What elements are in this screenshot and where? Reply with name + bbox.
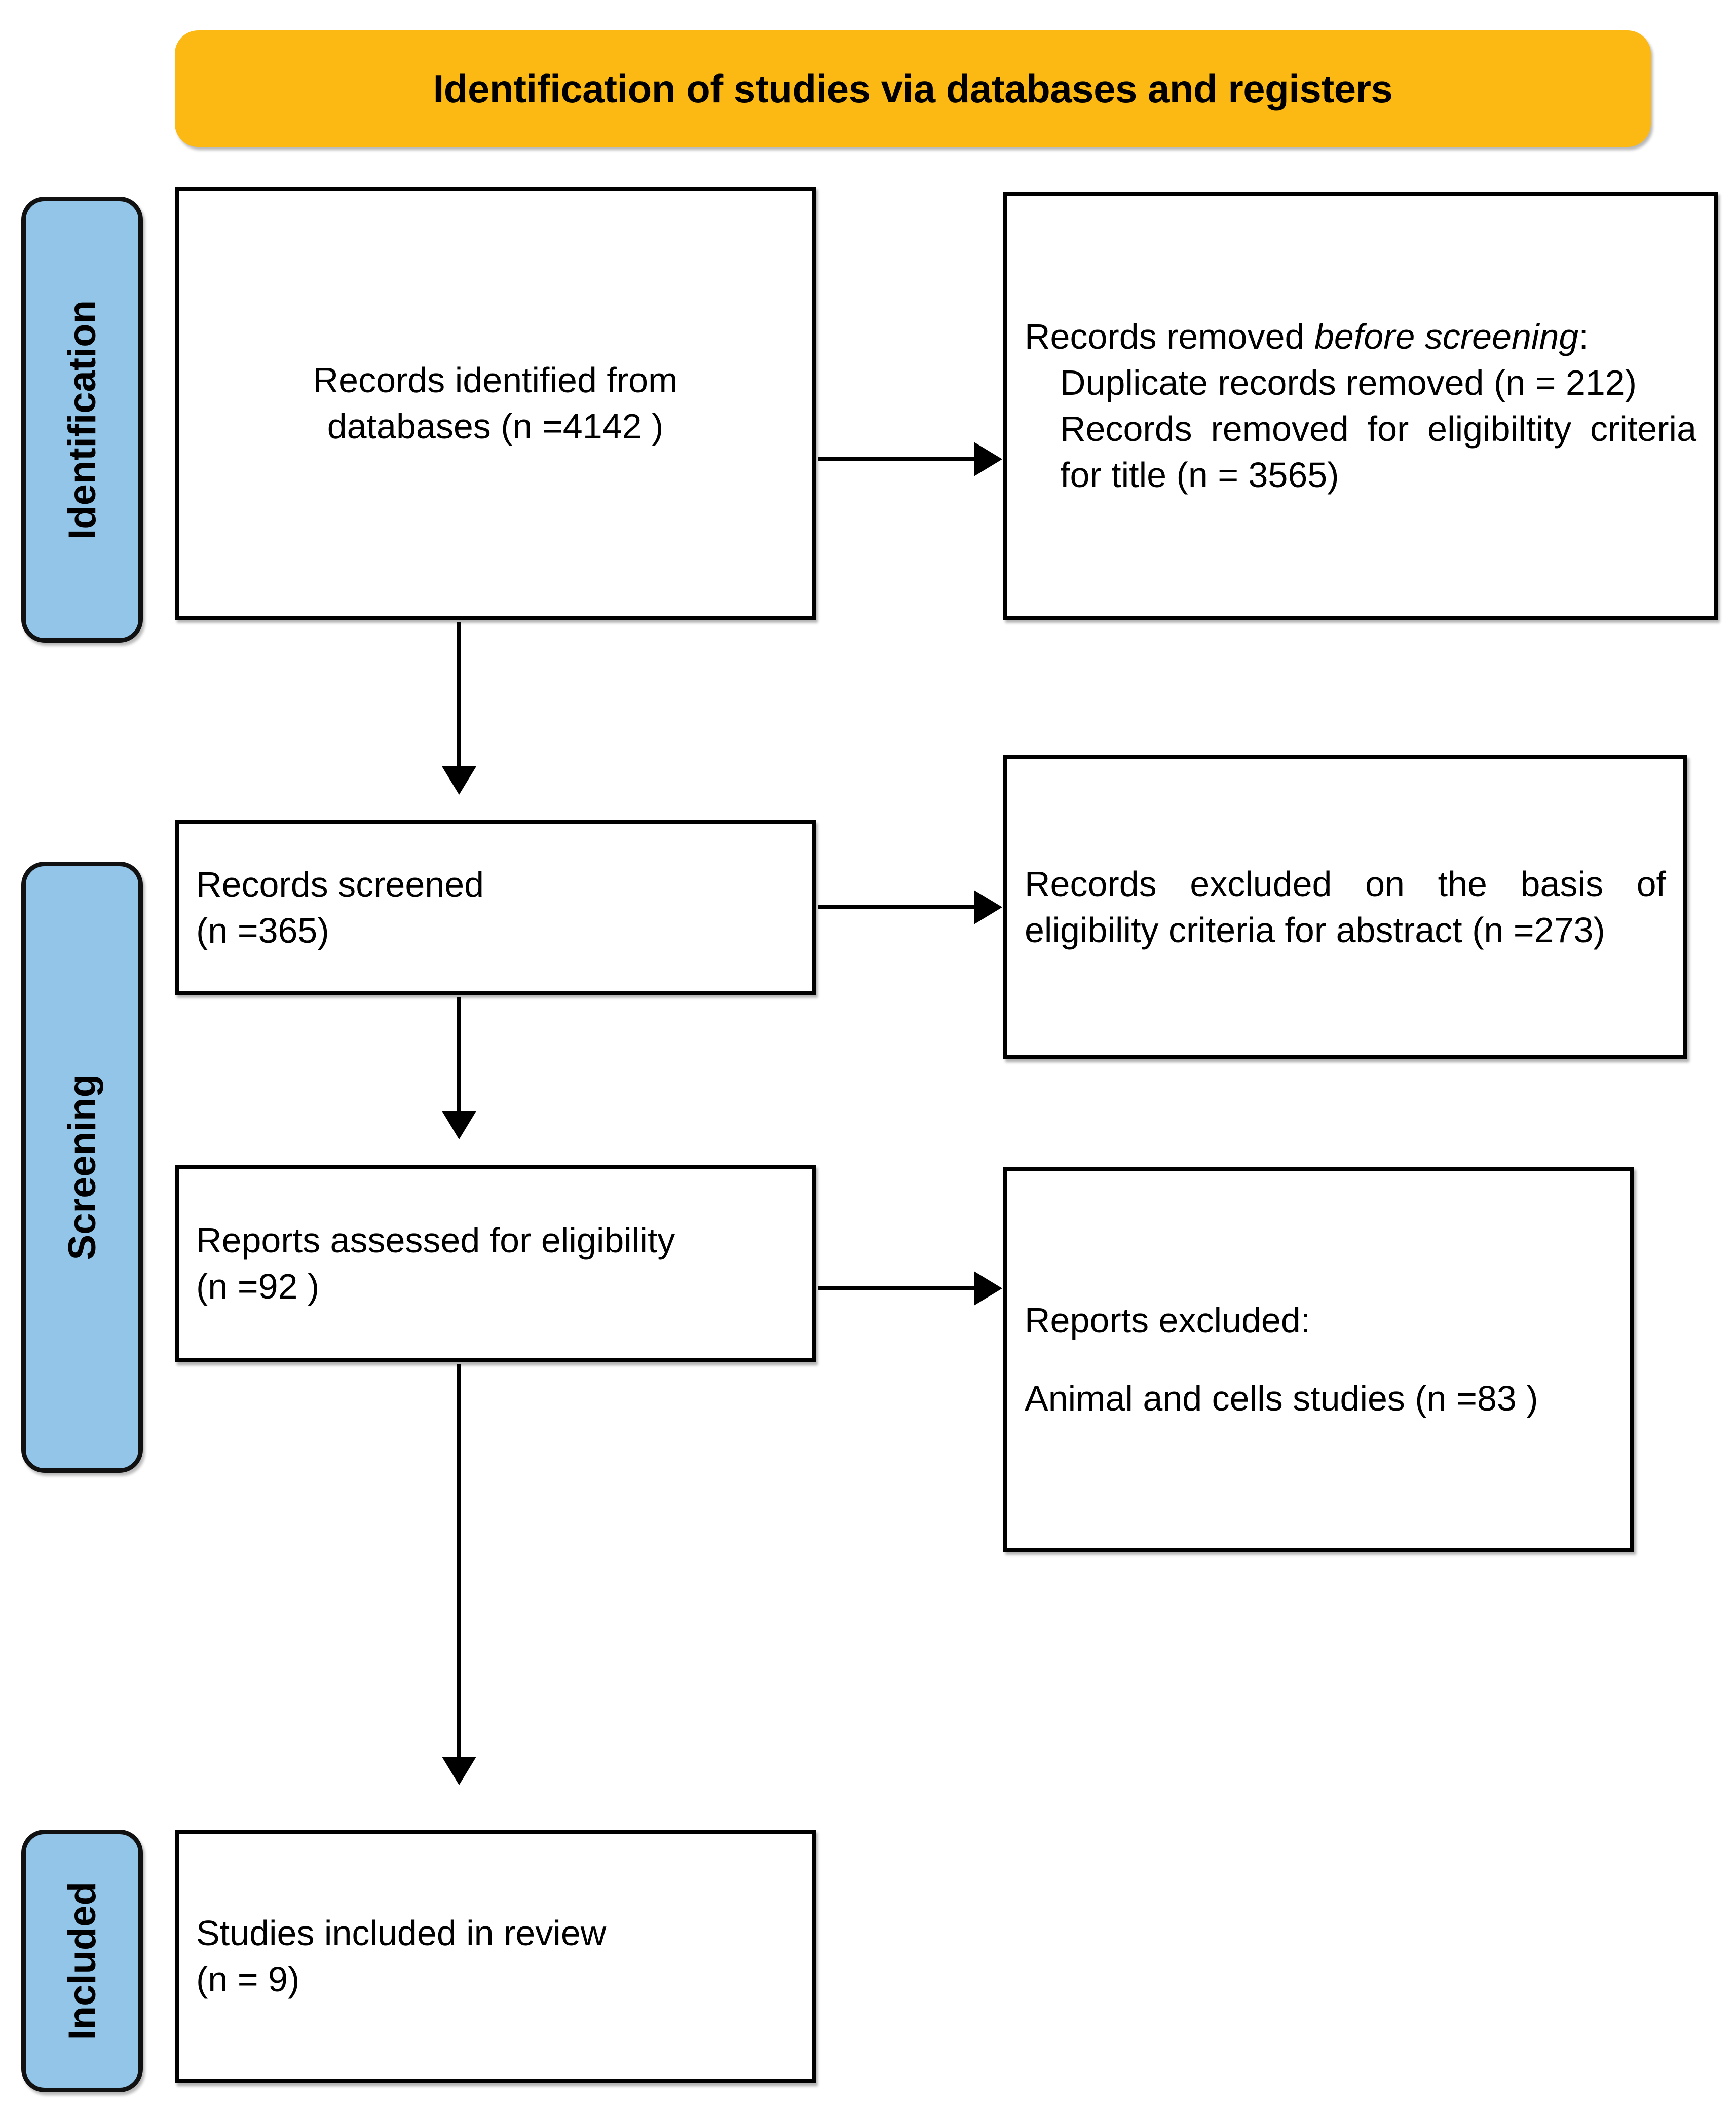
box-records-excluded-abstract-text: Records excluded on the basis of eligibi…: [1007, 861, 1683, 953]
arrow-identified-to-removed: [974, 442, 1002, 476]
arrow-assessed-to-reports-excluded: [974, 1271, 1002, 1306]
records-excluded-abstract-line1: Records excluded on the basis of eligibi…: [1025, 864, 1666, 950]
arrow-assessed-to-included: [442, 1757, 476, 1785]
stage-label-identification: Identification: [21, 197, 143, 643]
connector-identified-to-removed-line: [818, 457, 975, 461]
removed-item-title-criteria: Records removed for eligibiltity criteri…: [1060, 409, 1696, 495]
arrow-screened-to-excluded-abstract: [974, 890, 1002, 924]
reports-excluded-line1: Reports excluded:: [1025, 1300, 1311, 1340]
stage-label-included: Included: [21, 1830, 143, 2092]
stage-label-screening: Screening: [21, 862, 143, 1473]
records-identified-line1: Records identified from: [313, 360, 678, 400]
diagram-header-banner: Identification of studies via databases …: [175, 30, 1651, 147]
removed-item-duplicates: Duplicate records removed (n = 212): [1060, 362, 1637, 402]
studies-included-line2: (n = 9): [196, 1959, 300, 1999]
connector-assessed-to-included-line: [457, 1364, 461, 1760]
page-title: Identification of studies via databases …: [433, 66, 1393, 111]
stage-label-screening-text: Screening: [60, 1074, 104, 1261]
box-records-removed-before-screening: Records removed before screening: Duplic…: [1003, 192, 1718, 620]
box-records-screened: Records screened (n =365): [175, 820, 816, 995]
removed-heading-suffix: :: [1578, 316, 1589, 356]
reports-excluded-spacer: [1025, 1344, 1613, 1376]
box-reports-excluded-text: Reports excluded: Animal and cells studi…: [1007, 1298, 1630, 1422]
box-records-identified: Records identified from databases (n =41…: [175, 187, 816, 620]
records-identified-line2: databases (n =4142 ): [327, 406, 664, 446]
reports-assessed-line2: (n =92 ): [196, 1267, 320, 1306]
removed-heading-prefix: Records removed: [1025, 316, 1314, 356]
box-records-removed-text: Records removed before screening: Duplic…: [1007, 314, 1714, 498]
box-records-identified-text: Records identified from databases (n =41…: [179, 357, 812, 450]
records-screened-line1: Records screened: [196, 864, 484, 904]
box-reports-excluded: Reports excluded: Animal and cells studi…: [1003, 1167, 1634, 1552]
box-records-screened-text: Records screened (n =365): [179, 862, 812, 954]
reports-assessed-line1: Reports assessed for eligibility: [196, 1220, 675, 1260]
connector-screened-to-excluded-line: [818, 905, 975, 909]
arrow-identified-to-screened: [442, 766, 476, 795]
box-studies-included-text: Studies included in review (n = 9): [179, 1910, 812, 2003]
records-screened-line2: (n =365): [196, 910, 329, 950]
arrow-screened-to-assessed: [442, 1111, 476, 1139]
studies-included-line1: Studies included in review: [196, 1913, 607, 1953]
stage-label-identification-text: Identification: [60, 300, 104, 540]
box-records-excluded-abstract: Records excluded on the basis of eligibi…: [1003, 755, 1687, 1059]
connector-identified-to-screened-line: [457, 622, 461, 769]
reports-excluded-line2: Animal and cells studies (n =83 ): [1025, 1378, 1538, 1418]
stage-label-included-text: Included: [60, 1881, 104, 2041]
box-reports-assessed: Reports assessed for eligibility (n =92 …: [175, 1165, 816, 1362]
box-reports-assessed-text: Reports assessed for eligibility (n =92 …: [179, 1217, 812, 1310]
removed-heading: Records removed before screening:: [1025, 314, 1696, 360]
removed-heading-italic: before screening: [1314, 316, 1579, 356]
box-studies-included: Studies included in review (n = 9): [175, 1830, 816, 2083]
connector-screened-to-assessed-line: [457, 997, 461, 1114]
connector-assessed-to-excluded-line: [818, 1286, 975, 1290]
